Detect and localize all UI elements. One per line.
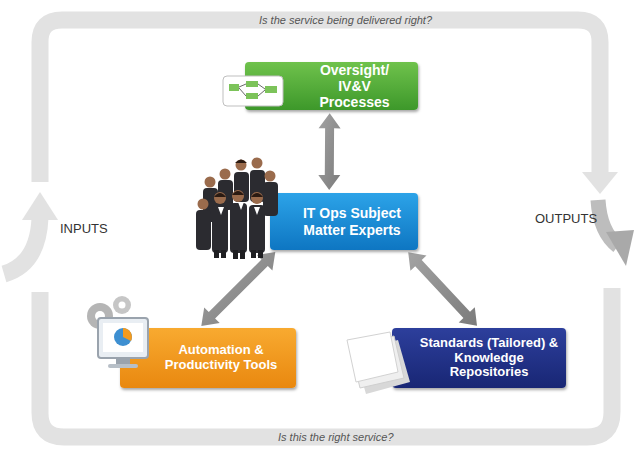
box-text: Automation & Productivity Tools	[152, 343, 290, 373]
inputs-band	[4, 218, 40, 274]
outputs-label: OUTPUTS	[535, 211, 597, 226]
tools-box: Automation & Productivity Tools	[120, 328, 296, 388]
experts-box: IT Ops Subject Matter Experts	[270, 193, 418, 250]
outputs-arrowhead	[606, 230, 634, 266]
standards-box: Standards (Tailored) & Knowledge Reposit…	[392, 328, 566, 388]
bottom-loop-band	[40, 288, 612, 437]
box-text: Standards (Tailored) & Knowledge Reposit…	[416, 336, 562, 381]
computer-icon	[87, 296, 148, 368]
oversight-box: Oversight/ IV&V Processes	[245, 62, 418, 110]
double-arrow	[201, 252, 275, 326]
inputs-label: INPUTS	[60, 221, 108, 236]
top-loop-band	[40, 20, 600, 182]
box-text: Oversight/ IV&V Processes	[305, 62, 404, 110]
loop-arrowhead	[582, 172, 618, 194]
double-arrow	[318, 113, 340, 190]
flowchart-icon	[223, 76, 283, 106]
loop-question: Is the service being delivered right?	[259, 14, 432, 26]
people-illustration	[196, 158, 278, 260]
documents-icon	[347, 332, 410, 394]
loop-question: Is this the right service?	[278, 431, 394, 443]
inputs-arrowhead	[22, 192, 58, 220]
double-arrow	[408, 252, 477, 326]
box-text: IT Ops Subject Matter Experts	[292, 205, 412, 237]
